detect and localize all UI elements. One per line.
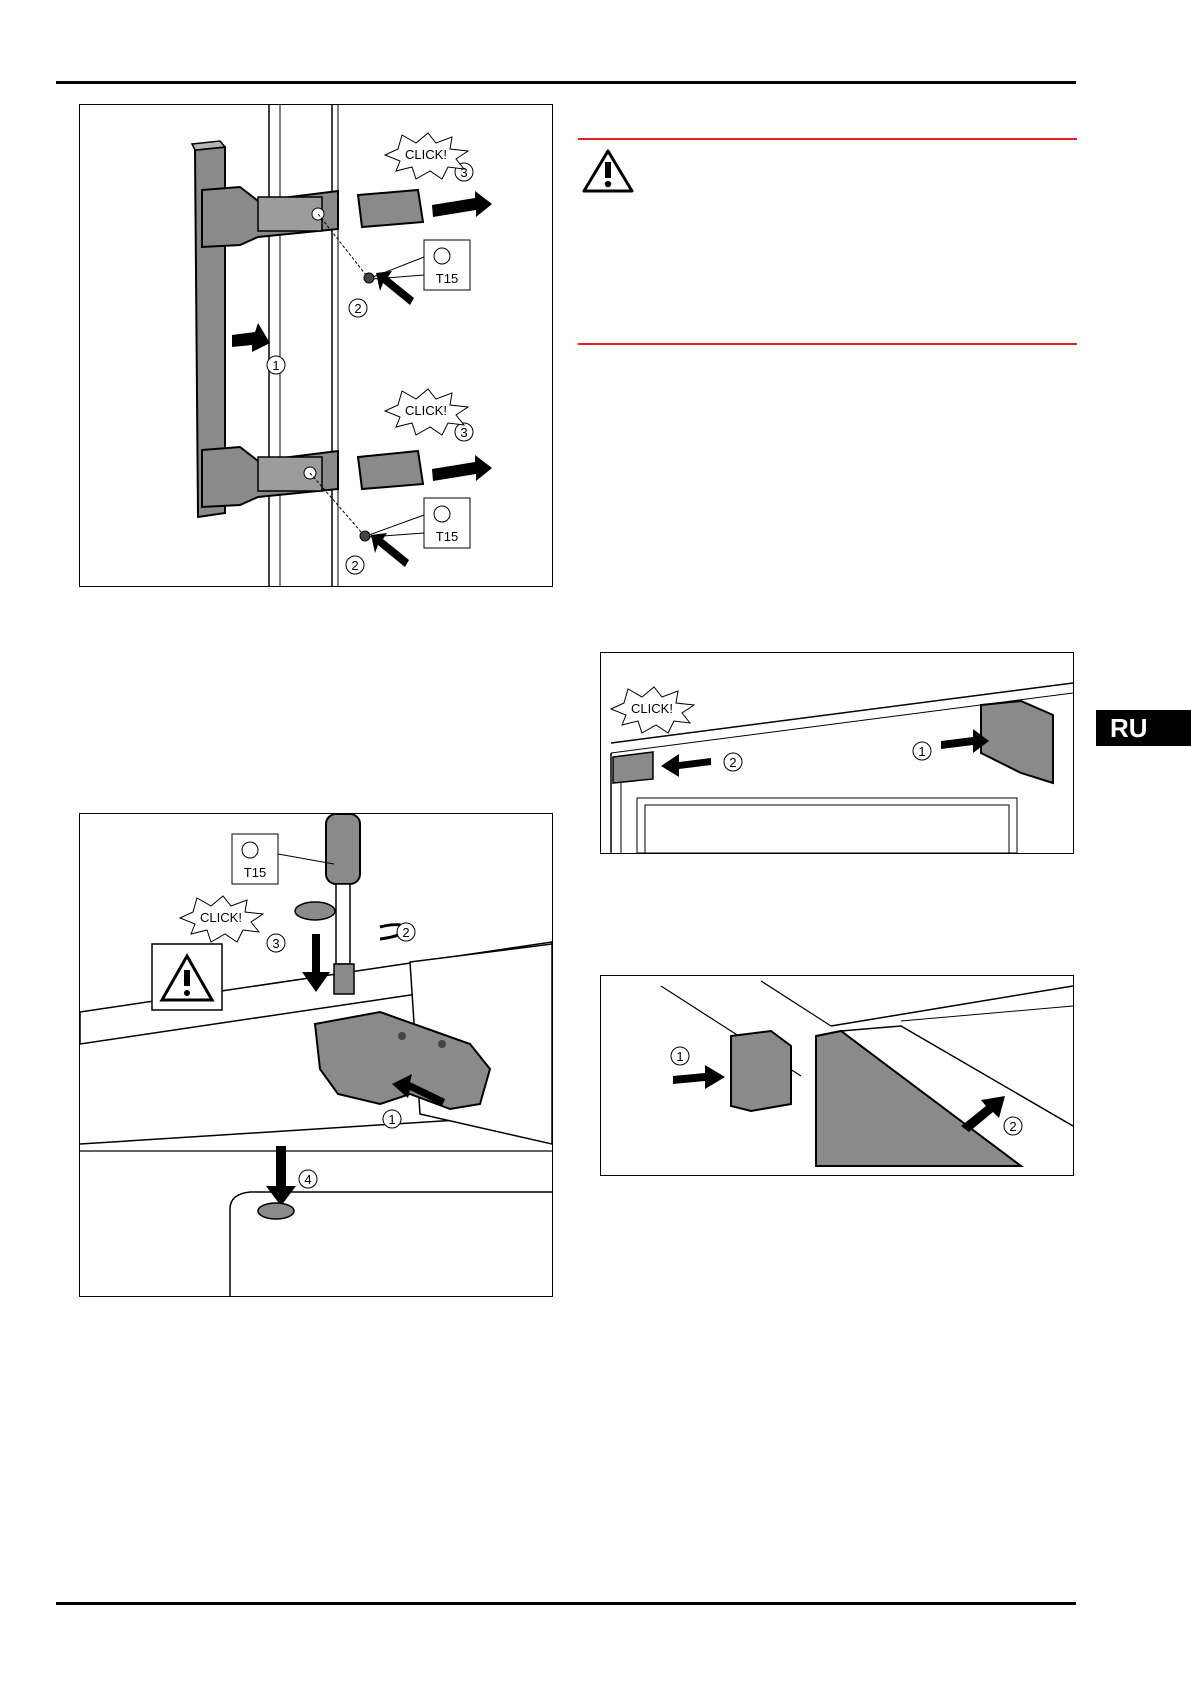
warning-rule-bottom [578,343,1077,345]
callout-1: 1 [676,1049,683,1064]
figure-handle-mounting: 3 3 2 2 1 CLICK! CLICK! T15 T15 [79,104,553,587]
callout-1: 1 [918,744,925,759]
figure-hinge-cover: 1 2 [600,975,1074,1176]
language-tab: RU [1096,710,1191,746]
figure-cover-insertion: 2 1 CLICK! [600,652,1074,854]
warning-icon [582,149,634,193]
click-burst-top: CLICK! [405,147,447,162]
callout-2: 2 [402,925,409,940]
header-rule [56,81,1076,84]
callout-1: 1 [388,1112,395,1127]
click-burst-bottom: CLICK! [405,403,447,418]
tool-label: T15 [244,865,266,880]
callout-3-bottom: 3 [460,425,467,440]
callout-3-top: 3 [460,165,467,180]
callout-4: 4 [304,1172,311,1187]
callout-1: 1 [272,358,279,373]
click-burst: CLICK! [200,910,242,925]
warning-rule-top [578,138,1077,140]
callout-2-bottom: 2 [351,558,358,573]
callout-3: 3 [272,936,279,951]
callout-2-top: 2 [354,301,361,316]
callout-2: 2 [729,755,736,770]
footer-rule [56,1602,1076,1605]
tool-label-top: T15 [436,271,458,286]
figure-hinge-mounting: 3 2 1 4 CLICK! T15 [79,813,553,1297]
callout-2: 2 [1009,1119,1016,1134]
tool-label-bottom: T15 [436,529,458,544]
click-burst: CLICK! [631,701,673,716]
